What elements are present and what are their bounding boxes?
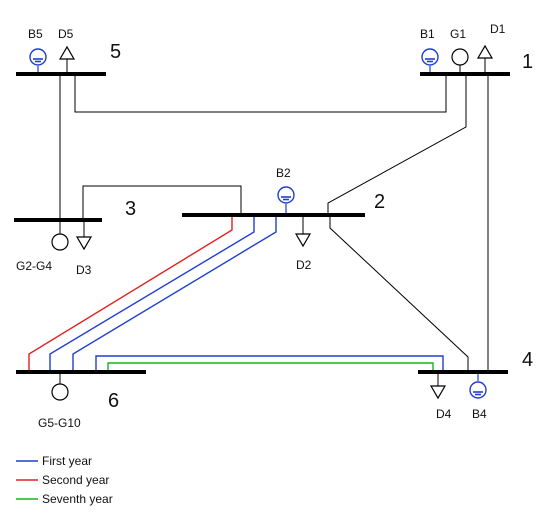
legend-label-seventh-year: Seventh year <box>42 492 113 506</box>
legend-label-second-year: Second year <box>42 473 109 487</box>
label-g1: G1 <box>450 27 466 41</box>
label-b1: B1 <box>420 27 435 41</box>
battery-icon-b1 <box>421 48 439 66</box>
load-icon-d5 <box>58 45 76 60</box>
line-bus5-bus1 <box>74 75 447 113</box>
label-b4: B4 <box>472 407 487 421</box>
label-g5-g10: G5-G10 <box>38 416 81 430</box>
battery-icon-b5 <box>29 48 47 66</box>
label-b2: B2 <box>276 166 291 180</box>
label-d2: D2 <box>296 258 312 272</box>
label-b5: B5 <box>28 27 43 41</box>
generator-icon-g2-g4 <box>51 233 69 251</box>
battery-icon-b4 <box>469 381 487 399</box>
bus-label-3: 3 <box>125 198 136 220</box>
legend: First year Second year Seventh year <box>16 454 113 506</box>
bus-label-4: 4 <box>522 349 533 371</box>
line-bus3-bus2 <box>82 185 242 220</box>
line-second-year-2-6 <box>28 215 233 372</box>
bus-label-5: 5 <box>110 41 121 63</box>
line-bus1-bus2 <box>327 75 467 215</box>
line-first-year-6-4 <box>95 355 444 372</box>
label-g2-g4: G2-G4 <box>16 259 52 273</box>
label-d3: D3 <box>76 263 92 277</box>
bus-label-6: 6 <box>108 390 119 412</box>
line-bus2-bus4 <box>329 215 469 372</box>
line-first-year-2-6-b <box>72 215 277 372</box>
label-d4: D4 <box>436 407 452 421</box>
line-seventh-year-6-4 <box>107 362 434 372</box>
label-d1: D1 <box>490 22 506 36</box>
load-icon-d3 <box>75 236 93 251</box>
generator-icon-g1 <box>451 48 469 66</box>
legend-label-first-year: First year <box>42 454 92 468</box>
generator-icon-g5-g10 <box>51 383 69 401</box>
battery-icon-b2 <box>277 186 295 204</box>
bus-label-1: 1 <box>522 51 533 73</box>
label-d5: D5 <box>58 27 74 41</box>
bus-label-2: 2 <box>374 191 385 213</box>
line-first-year-2-6-a <box>49 215 255 372</box>
load-icon-d1 <box>476 44 494 59</box>
load-icon-d4 <box>429 385 447 400</box>
load-icon-d2 <box>294 233 312 248</box>
